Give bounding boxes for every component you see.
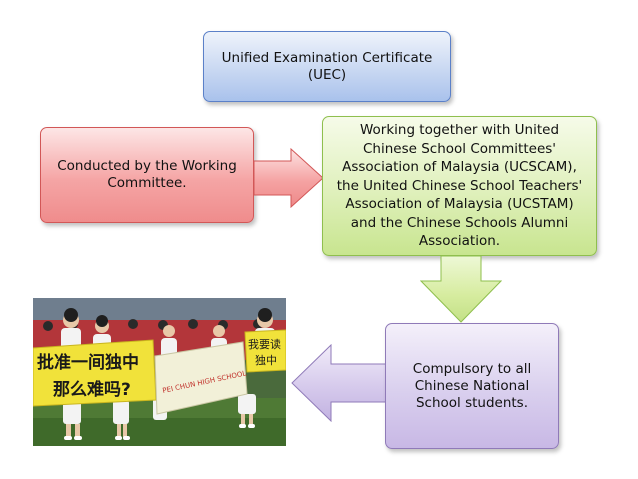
- working-line6: and the Chinese Schools Alumni: [350, 214, 569, 231]
- compulsory-line1: Compulsory to all: [412, 360, 532, 377]
- banner-left-line1: 批准一间独中: [37, 352, 139, 373]
- banner-right-line1: 我要读: [248, 337, 281, 351]
- right-arrow-icon: [253, 148, 324, 208]
- conducted-box: Conducted by the Working Committee.: [40, 127, 254, 223]
- conducted-line1: Conducted by the Working: [57, 158, 237, 174]
- compulsory-line2: Chinese National: [414, 377, 530, 394]
- working-together-box: Working together with United Chinese Sch…: [322, 116, 597, 256]
- uec-box: Unified Examination Certificate (UEC): [203, 31, 451, 102]
- working-line1: Working together with United: [359, 122, 560, 139]
- working-line5: Association of Malaysia (UCSTAM): [345, 196, 574, 213]
- banner-right-line2: 独中: [255, 354, 277, 367]
- uec-title-line1: Unified Examination Certificate: [221, 49, 433, 66]
- students-photo: 批准一间独中 那么难吗? PEI CHUN HIGH SCHOOL 我要读 独中: [33, 298, 286, 446]
- working-line4: the United Chinese School Teachers': [336, 177, 583, 194]
- compulsory-line3: School students.: [415, 394, 529, 411]
- working-line3: Association of Malaysia (UCSCAM),: [342, 159, 577, 176]
- working-line7: Association.: [418, 233, 501, 250]
- conducted-line2: Committee.: [107, 175, 187, 191]
- uec-title-line2: (UEC): [307, 66, 347, 83]
- banner-left-line2: 那么难吗?: [53, 379, 131, 400]
- students-photo-illustration: 批准一间独中 那么难吗? PEI CHUN HIGH SCHOOL 我要读 独中: [33, 298, 286, 446]
- left-arrow-icon: [291, 344, 387, 422]
- compulsory-box: Compulsory to all Chinese National Schoo…: [385, 323, 559, 449]
- working-line2: Chinese School Committees': [362, 140, 556, 157]
- down-arrow-icon: [420, 255, 502, 323]
